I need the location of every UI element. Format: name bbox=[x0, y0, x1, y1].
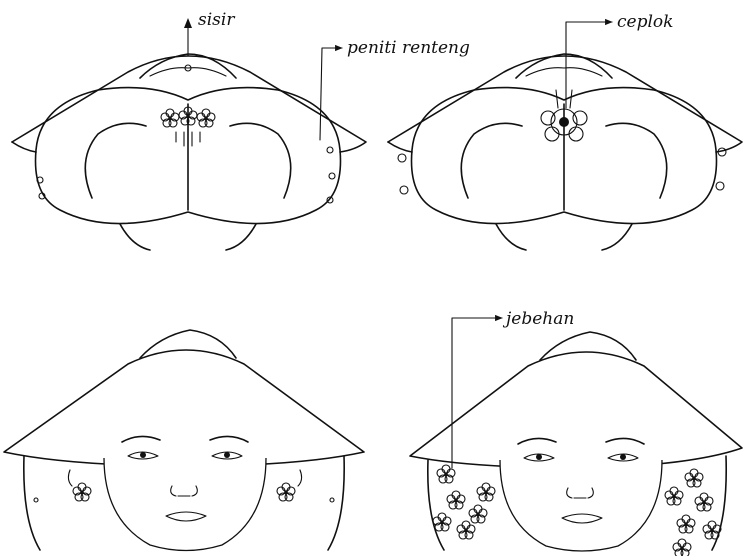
front-view-plain bbox=[4, 330, 364, 551]
label-ceplok: ceplok bbox=[617, 12, 673, 32]
label-sisir: sisir bbox=[198, 10, 235, 30]
label-peniti-renteng: peniti renteng bbox=[347, 38, 470, 58]
label-jebehan: jebehan bbox=[502, 309, 574, 329]
front-view-jebehan: jebehan bbox=[410, 309, 742, 556]
back-view-sisir: sisir peniti renteng bbox=[12, 10, 470, 250]
